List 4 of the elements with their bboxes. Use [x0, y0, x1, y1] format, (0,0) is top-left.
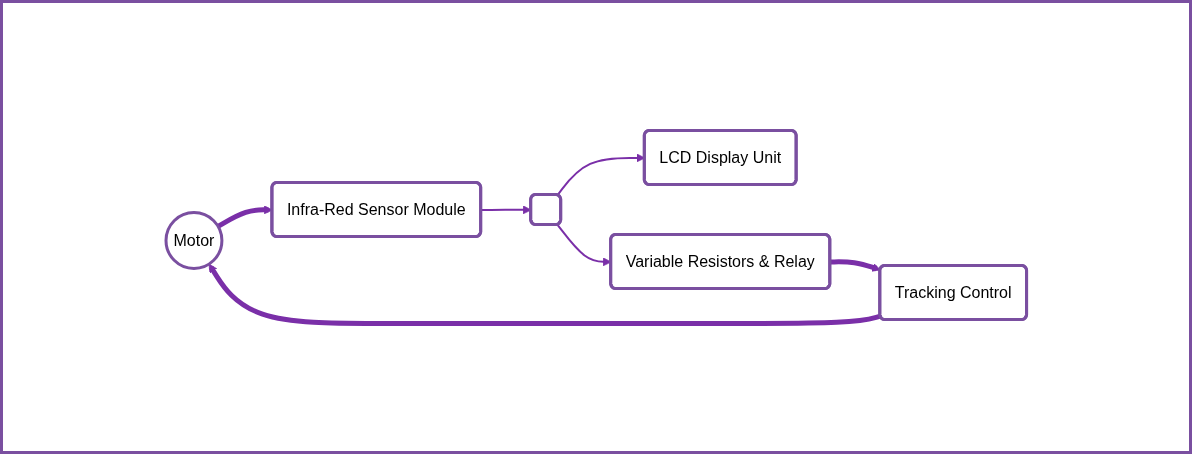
arrow	[829, 259, 881, 272]
arrow	[556, 153, 645, 197]
arrow	[208, 263, 881, 326]
node-circle: Motor	[164, 211, 224, 270]
